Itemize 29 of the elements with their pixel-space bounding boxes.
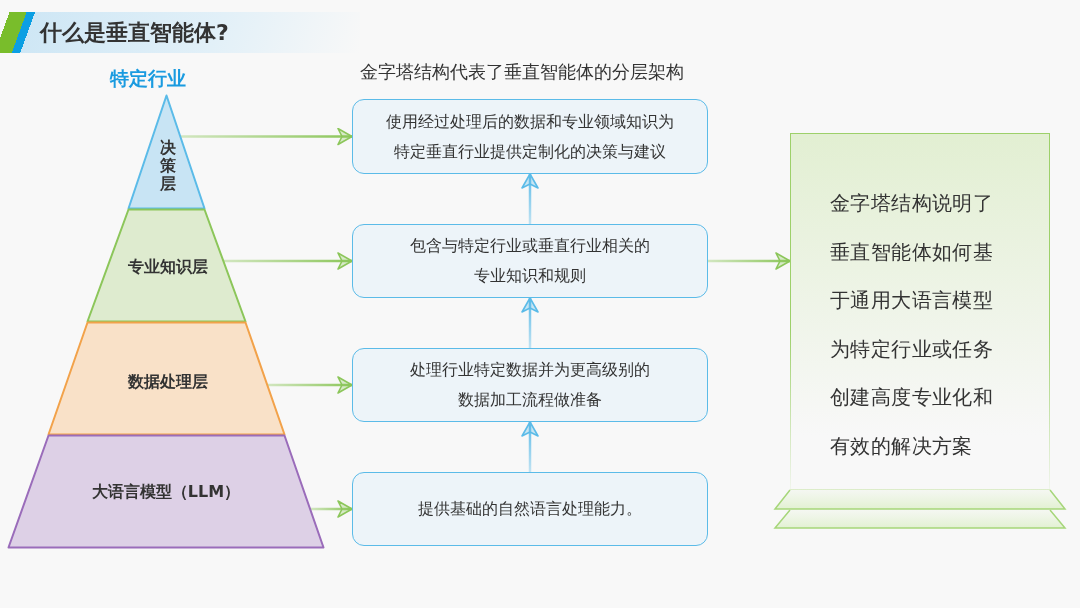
arrow	[223, 252, 353, 270]
arrow	[521, 297, 539, 348]
arrow	[521, 173, 539, 224]
description-text: 包含与特定行业或垂直行业相关的专业知识和规则	[409, 236, 651, 287]
section-heading: 金字塔结构代表了垂直智能体的分层架构	[360, 60, 684, 84]
arrow	[309, 500, 353, 518]
layer-label: 大语言模型（LLM）	[91, 481, 241, 503]
layer-label: 决策层	[159, 139, 177, 193]
pyramid-layer	[85, 207, 247, 323]
description-box	[352, 224, 708, 298]
arrow	[521, 421, 539, 472]
arrow	[708, 252, 791, 270]
layer-label: 专业知识层	[128, 256, 208, 278]
page-title: 什么是垂直智能体?	[40, 19, 229, 47]
description-text: 处理行业特定数据并为更高级别的数据加工流程做准备	[409, 360, 651, 411]
description-text: 使用经过处理后的数据和专业领域知识为特定垂直行业提供定制化的决策与建议	[385, 111, 675, 163]
pyramid-layer	[6, 433, 325, 549]
apex-label: 特定行业	[110, 66, 186, 90]
description-box	[352, 348, 708, 422]
summary-text: 金字塔结构说明了垂直智能体如何基于通用大语言模型为特定行业或任务创建高度专业化和有效的解决方案	[830, 190, 995, 460]
pyramid-layer	[46, 320, 286, 436]
arrow	[179, 127, 353, 146]
summary-panel	[790, 133, 1050, 490]
arrow	[266, 376, 353, 394]
layer-label: 数据处理层	[128, 371, 208, 393]
description-box	[352, 472, 708, 546]
pyramid-layer	[126, 93, 206, 210]
description-text: 提供基础的自然语言处理能力。	[418, 499, 642, 520]
description-box	[352, 99, 708, 174]
